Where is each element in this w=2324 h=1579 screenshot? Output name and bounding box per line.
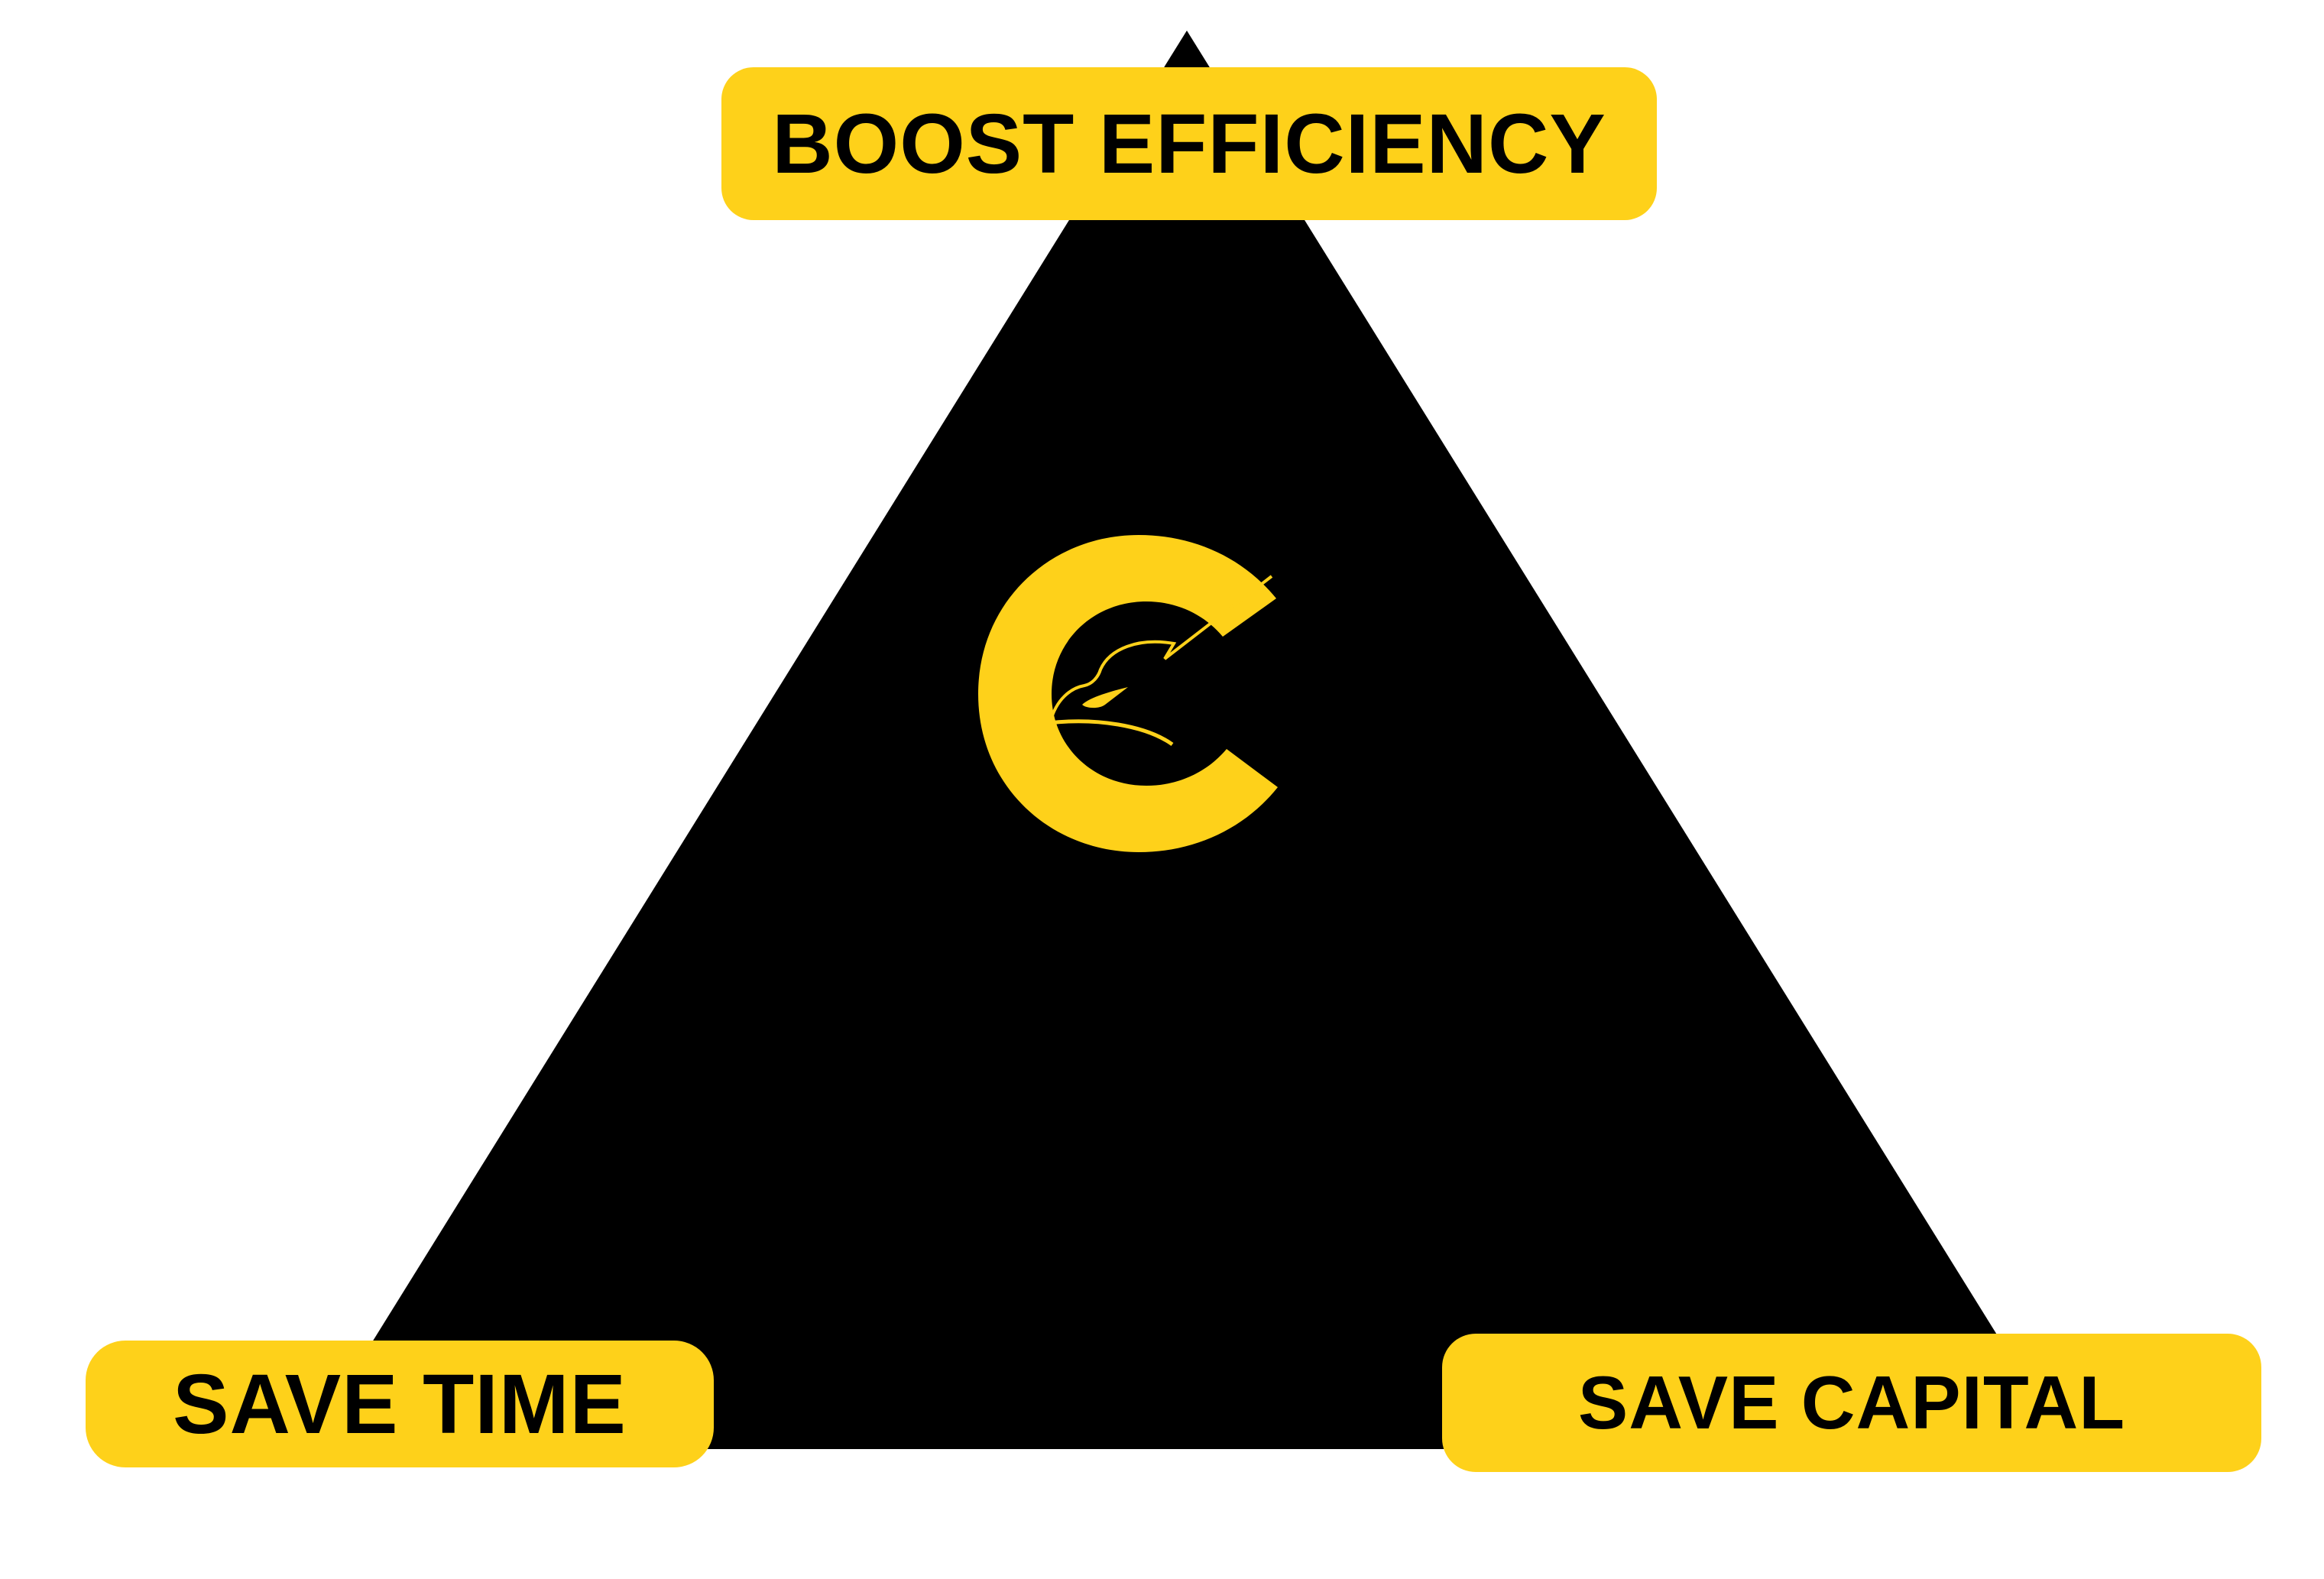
boost-efficiency-label: BOOST EFFICIENCY [721, 67, 1657, 220]
boost-efficiency-text: BOOST EFFICIENCY [772, 96, 1606, 191]
c-eagle-logo-icon [978, 535, 1278, 852]
save-time-label: SAVE TIME [86, 1341, 714, 1467]
save-capital-label: SAVE CAPITAL [1442, 1334, 2261, 1472]
save-time-text: SAVE TIME [173, 1357, 627, 1451]
save-capital-text: SAVE CAPITAL [1577, 1360, 2126, 1444]
